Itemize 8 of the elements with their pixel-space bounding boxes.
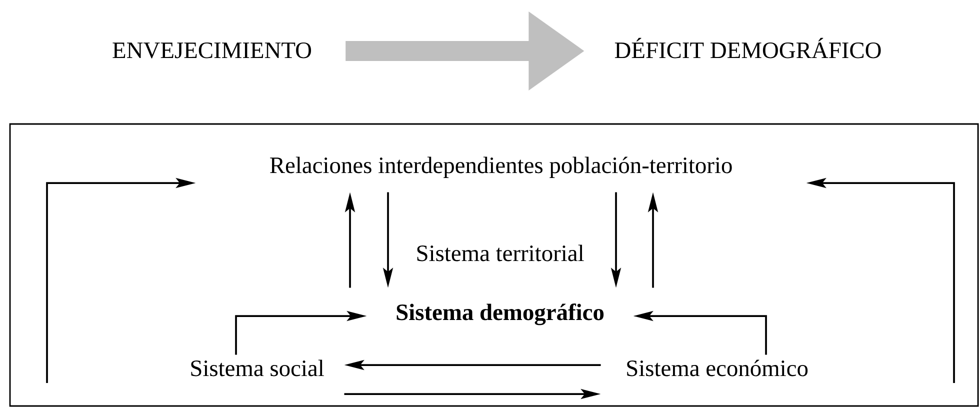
text-label: Sistema territorial <box>417 244 584 262</box>
text-label: Sistema social <box>191 360 324 376</box>
text-label: DÉFICIT DEMOGRÁFICO <box>614 38 881 58</box>
text-label: Relaciones interdependientes población-territorio <box>270 156 732 178</box>
text-label: Sistema económico <box>627 360 808 376</box>
frame-box <box>9 123 979 407</box>
text-label: Sistema demográfico <box>396 304 604 326</box>
text-label: ENVEJECIMIENTO <box>112 42 312 58</box>
